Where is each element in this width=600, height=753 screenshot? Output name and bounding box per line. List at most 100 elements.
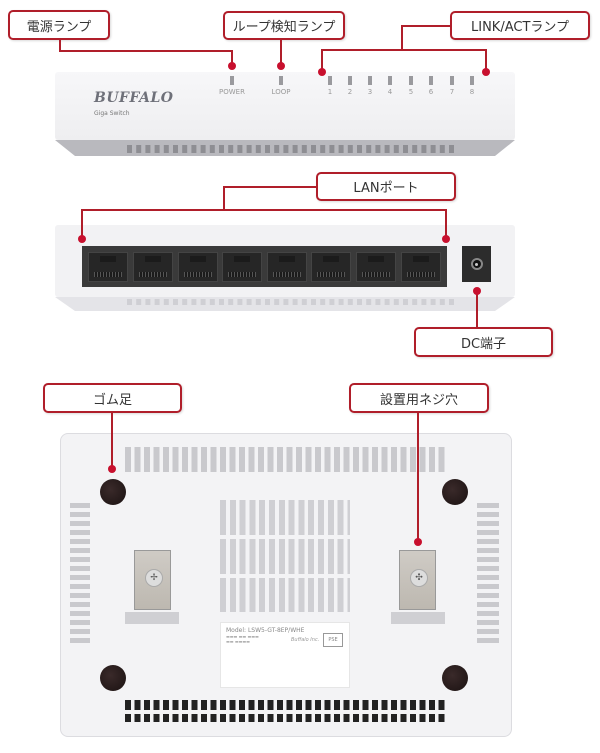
pointer-dot	[442, 235, 450, 243]
callout-power-lamp: 電源ランプ	[8, 10, 110, 40]
vent-slot	[338, 299, 344, 305]
leader-line	[231, 50, 233, 65]
lan-port-3[interactable]	[177, 251, 218, 282]
callout-link-act-lamp: LINK/ACTランプ	[450, 11, 590, 40]
vent-slot	[439, 145, 445, 153]
link-act-led-8	[470, 76, 474, 85]
vent-slot	[412, 145, 418, 153]
link-act-led-5	[409, 76, 413, 85]
vent-slot	[265, 145, 270, 153]
vent-slot	[439, 299, 445, 305]
dc-power-jack[interactable]	[462, 246, 491, 282]
vent-slot	[163, 145, 169, 153]
vent-slot	[127, 299, 132, 305]
vent-slot	[182, 145, 188, 153]
vent-slot	[283, 145, 289, 153]
vent-slot	[320, 299, 326, 305]
vent-slot	[357, 145, 362, 153]
switch-rear-bottom-vent	[55, 297, 515, 311]
vent-slot	[255, 299, 261, 305]
vent-slot	[219, 299, 224, 305]
vent-slot	[449, 145, 454, 153]
vent-slot	[145, 299, 151, 305]
vent-slot	[209, 145, 215, 153]
mounting-screw-hole: ✢	[134, 550, 171, 610]
vent-slot	[274, 145, 280, 153]
link-act-led-label-5: 5	[408, 88, 414, 96]
vent-slot	[200, 299, 206, 305]
vent-slot	[421, 299, 427, 305]
leader-line	[223, 186, 225, 211]
label-fine-print: ▬▬▬ ▬▬ ▬▬▬▬▬ ▬▬▬▬	[226, 634, 259, 644]
vent-slot	[237, 145, 243, 153]
link-act-led-7	[450, 76, 454, 85]
vent-slot	[357, 299, 362, 305]
vent-slot	[237, 299, 243, 305]
link-act-led-label-3: 3	[367, 88, 373, 96]
pointer-dot	[228, 62, 236, 70]
vent-slot	[200, 145, 206, 153]
vent-slot	[255, 145, 261, 153]
power-led	[230, 76, 234, 85]
rubber-foot	[442, 479, 468, 505]
rubber-foot	[442, 665, 468, 691]
link-act-led-label-2: 2	[347, 88, 353, 96]
pointer-dot	[482, 68, 490, 76]
center-vent-row-1	[220, 500, 350, 535]
callout-screw-holes: 設置用ネジ穴	[349, 383, 489, 413]
vent-slot	[136, 299, 142, 305]
leader-line	[81, 209, 447, 211]
vent-slot	[219, 145, 224, 153]
vent-slot	[421, 145, 427, 153]
link-act-led-3	[368, 76, 372, 85]
lan-port-7[interactable]	[356, 251, 397, 282]
product-type-label: Giga Switch	[94, 110, 130, 117]
link-act-led-4	[388, 76, 392, 85]
vent-slot	[384, 145, 390, 153]
leader-line	[485, 49, 487, 71]
vent-slot	[274, 299, 280, 305]
link-act-led-6	[429, 76, 433, 85]
loop-led	[279, 76, 283, 85]
vent-slot	[430, 299, 436, 305]
vent-slot	[301, 299, 307, 305]
vent-slot	[430, 145, 436, 153]
lan-port-4[interactable]	[222, 251, 263, 282]
product-label-sticker: Model: LSW5-GT-8EP/WHE ▬▬▬ ▬▬ ▬▬▬▬▬ ▬▬▬▬…	[220, 622, 350, 688]
vent-slot	[329, 145, 335, 153]
lan-port-5[interactable]	[266, 251, 307, 282]
link-act-led-2	[348, 76, 352, 85]
leader-line	[476, 291, 478, 327]
vent-slot	[347, 145, 353, 153]
leader-line	[280, 40, 282, 65]
leader-line	[224, 186, 316, 188]
vent-slot	[338, 145, 344, 153]
leader-line	[321, 49, 323, 71]
vent-slot	[136, 145, 142, 153]
pse-mark-icon: PSE	[323, 633, 343, 647]
lan-port-2[interactable]	[132, 251, 173, 282]
vent-slot	[292, 299, 298, 305]
vent-slot	[375, 145, 381, 153]
mounting-screw-hole: ✣	[399, 550, 436, 610]
lan-port-8[interactable]	[400, 251, 441, 282]
link-act-led-label-4: 4	[387, 88, 393, 96]
vent-slot	[403, 145, 408, 153]
vent-slot	[246, 145, 252, 153]
vent-slot	[292, 145, 298, 153]
vent-slot	[393, 299, 399, 305]
lan-port-6[interactable]	[311, 251, 352, 282]
vent-slot	[154, 145, 160, 153]
leader-line	[402, 25, 450, 27]
bottom-vent-row-1	[125, 700, 445, 710]
vent-slot	[154, 299, 160, 305]
leader-line	[59, 50, 233, 52]
vent-slot	[127, 145, 132, 153]
lan-port-panel	[82, 246, 447, 287]
pointer-dot	[414, 538, 422, 546]
lan-port-1[interactable]	[88, 251, 129, 282]
top-vent	[125, 447, 445, 472]
vent-slot	[173, 145, 178, 153]
vent-slot	[191, 299, 197, 305]
vent-slot	[375, 299, 381, 305]
